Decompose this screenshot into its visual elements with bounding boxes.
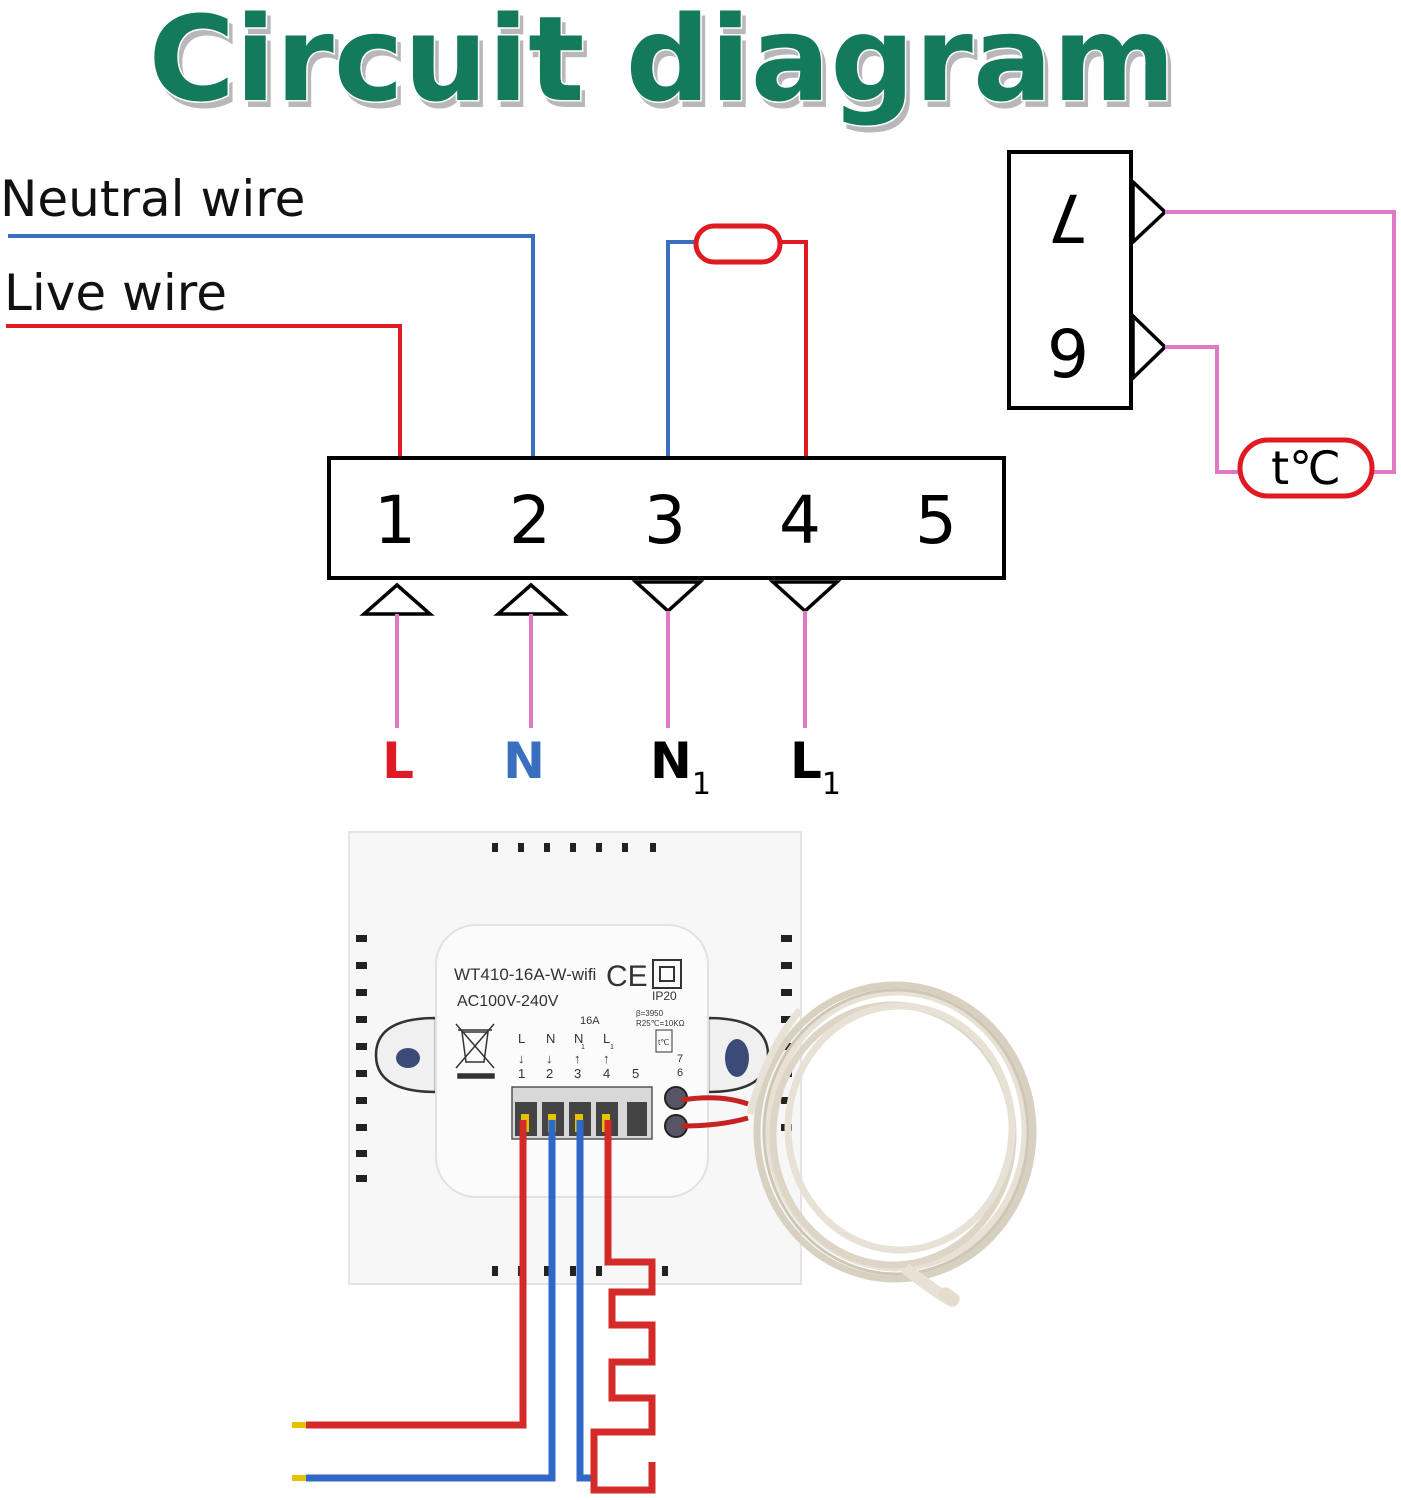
class-ii-icon-outer [652, 959, 682, 989]
svg-text:L: L [603, 1031, 610, 1046]
device-load-neutral-wire [576, 1120, 594, 1482]
neutral-wire [8, 234, 535, 458]
page-title: Circuit diagram Circuit diagram [147, 0, 1180, 135]
svg-text:1: 1 [518, 1066, 525, 1081]
sensor-lead-red-2 [681, 1115, 749, 1129]
load-live-wire [778, 240, 808, 458]
mount-hole-left [396, 1048, 420, 1068]
resistance-label: R25℃=10KΩ [636, 1019, 685, 1028]
vent-slots-left [356, 935, 367, 1182]
terminal-block: 1 2 3 4 5 [327, 456, 1006, 580]
mini-sensor-7: 7 [677, 1053, 683, 1065]
beta-label: β=3950 [636, 1009, 664, 1018]
svg-text:L: L [518, 1031, 525, 1046]
label-l: L [382, 732, 414, 790]
mount-hole-right [725, 1039, 749, 1077]
temperature-sensor-icon [1237, 437, 1375, 499]
sensor-probe-tip [938, 1287, 960, 1307]
label-n1: N1 [650, 732, 711, 802]
current-label: 16A [580, 1015, 600, 1027]
sensor-terminal-7: 7 [1047, 179, 1089, 256]
sensor-arrow-icon-7 [1131, 177, 1168, 247]
mini-sensor-label: t℃ [658, 1038, 669, 1047]
svg-text:1: 1 [610, 1044, 614, 1051]
svg-text:5: 5 [632, 1066, 639, 1081]
live-wire [6, 324, 402, 458]
title-shadow: Circuit diagram [153, 0, 1180, 134]
input-arrow-icon-1 [359, 582, 435, 616]
vent-slots-top [492, 843, 656, 852]
heating-element [590, 1120, 656, 1494]
sensor-lead-red [681, 1095, 749, 1107]
class-ii-icon-inner [659, 966, 675, 982]
sensor-terminal-block: 7 6 [1007, 150, 1168, 410]
thermostat-back-panel: WT410-16A-W-wifi CE IP20 AC100V-240V 16A… [348, 831, 802, 1285]
device-neutral-wire [306, 1120, 556, 1482]
ce-mark: CE [606, 960, 648, 993]
sensor-terminal-6: 6 [1047, 313, 1089, 390]
title-text: Circuit diagram [149, 0, 1176, 128]
mini-sensor-box [655, 1029, 673, 1053]
input-arrow-icon-2 [493, 582, 569, 616]
terminal-markings: L N N 1 L 1 ↓ ↓ ↑ ↑ 1 2 3 4 5 [518, 1031, 639, 1081]
live-wire-end [292, 1422, 306, 1428]
neutral-wire-label: Neutral wire [0, 170, 305, 228]
terminal-block-frame [327, 456, 1006, 580]
sensor-label: t℃ [1271, 441, 1341, 495]
output-arrow-icon-3 [631, 580, 705, 614]
svg-text:4: 4 [603, 1066, 610, 1081]
svg-text:N: N [574, 1031, 583, 1046]
heater-load-icon [693, 223, 783, 265]
mini-sensor-6: 6 [677, 1067, 683, 1079]
svg-text:↑: ↑ [603, 1051, 610, 1066]
svg-text:2: 2 [546, 1066, 553, 1081]
svg-text:↓: ↓ [546, 1051, 553, 1066]
weee-bin-icon [455, 1023, 495, 1079]
voltage-label: AC100V-240V [457, 993, 559, 1010]
load-neutral-wire [666, 240, 698, 458]
sensor-wire-6 [1165, 345, 1240, 474]
svg-text:↓: ↓ [518, 1051, 525, 1066]
sensor-cable-coil [746, 981, 1037, 1306]
ip-rating: IP20 [652, 989, 677, 1003]
device-live-wire [306, 1120, 527, 1429]
terminal-4: 4 [779, 482, 821, 559]
label-l1: L1 [790, 732, 841, 802]
sensor-arrow-icon-6 [1131, 311, 1168, 383]
svg-text:↑: ↑ [574, 1051, 581, 1066]
neutral-wire-end [292, 1475, 306, 1481]
svg-text:1: 1 [581, 1044, 585, 1051]
terminal-5: 5 [915, 482, 957, 559]
model-label: WT410-16A-W-wifi [454, 965, 596, 984]
terminal-2: 2 [509, 482, 551, 559]
terminal-3: 3 [644, 482, 686, 559]
live-wire-label: Live wire [4, 264, 227, 322]
sensor-wire-7 [1165, 210, 1396, 474]
sensor-block-frame [1007, 150, 1133, 410]
output-arrow-icon-4 [768, 580, 842, 614]
svg-text:N: N [546, 1031, 555, 1046]
svg-text:3: 3 [574, 1066, 581, 1081]
terminal-1: 1 [374, 482, 416, 559]
label-n: N [503, 732, 545, 790]
